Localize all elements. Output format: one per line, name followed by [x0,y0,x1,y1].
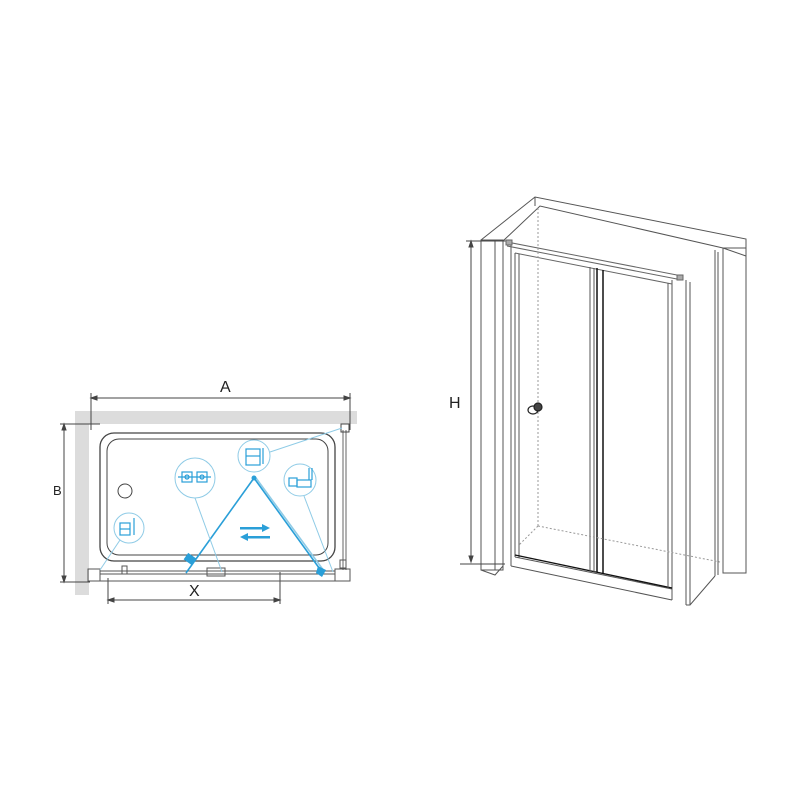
right-wall-pillar [671,247,747,606]
dimension-x [106,572,282,604]
slide-direction-arrows [240,524,270,541]
bifold-door-path [185,477,325,574]
drain-icon [117,483,133,499]
dimension-a-label: A [220,379,231,396]
door-panel-left [589,267,598,572]
detail-callout-hinge [174,457,223,573]
plan-view [60,393,357,604]
hinge-marker [183,552,197,566]
dimension-x-label: X [189,583,200,600]
door-end-marker [316,566,326,577]
left-wall [75,411,89,595]
door-track [87,559,351,582]
elevation-view [460,196,747,606]
door-panel-right [602,270,669,588]
door-handle-icon [527,402,543,415]
pivot-point [251,475,257,481]
dimension-b-label: B [53,483,62,498]
hidden-lines [518,208,721,563]
top-rail [505,239,684,285]
back-wall [75,411,357,424]
dimension-h-label: H [449,395,461,412]
detail-callout-wall [283,463,334,573]
detail-callout-top [237,427,343,473]
left-wall-pillar [480,239,512,576]
dimension-b [60,422,100,584]
detail-callout-corner [99,512,145,571]
top-right-bracket [340,423,350,433]
frame-top [480,196,747,257]
shower-tray-inner [106,438,329,556]
dimension-h [460,239,505,565]
dimension-a [89,393,352,430]
